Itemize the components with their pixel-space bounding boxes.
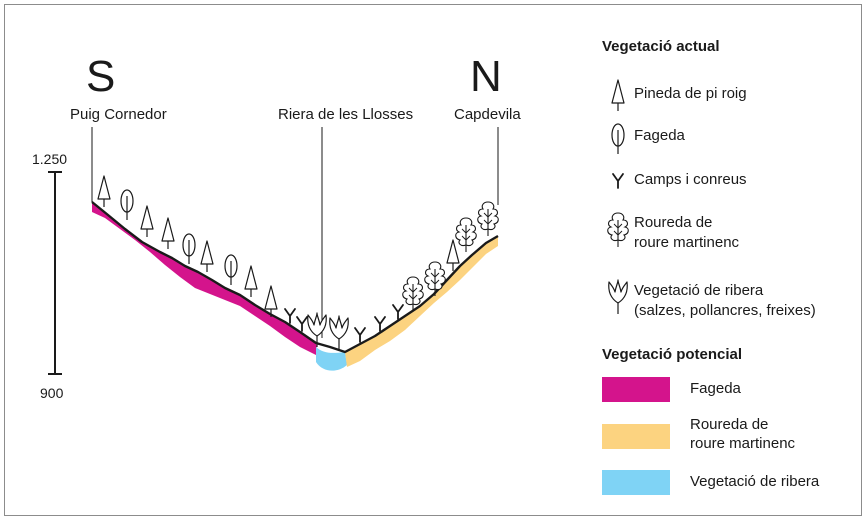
legend-label-camps: Camps i conreus	[634, 170, 747, 189]
beech-tree-icon	[225, 255, 237, 285]
beech-tree-icon	[183, 234, 195, 264]
swatch-fageda	[602, 377, 670, 402]
elevation-top-label: 1.250	[32, 151, 67, 167]
riparian-tree-icon	[330, 316, 348, 350]
place-label-capdevila: Capdevila	[454, 106, 521, 123]
legend-riparian-tree-icon	[609, 280, 627, 314]
pine-tree-icon	[447, 240, 459, 271]
legend-potential-label-roureda-line2: roure martinenc	[690, 434, 795, 453]
legend-label-roureda-line2: roure martinenc	[634, 233, 739, 252]
beech-tree-icon	[121, 190, 133, 220]
legend-label-fageda: Fageda	[634, 126, 685, 145]
elevation-scale-bar	[48, 172, 62, 374]
swatch-roureda	[602, 424, 670, 449]
legend-potential-label-ribera: Vegetació de ribera	[690, 472, 819, 491]
legend-label-ribera-line1: Vegetació de ribera	[634, 281, 763, 300]
place-label-riera: Riera de les Llosses	[278, 106, 413, 123]
north-direction-label: N	[470, 55, 502, 99]
legend-label-roureda-line1: Roureda de	[634, 213, 712, 232]
oak-potential-band	[345, 236, 498, 367]
legend-crop-sprout-icon	[613, 174, 623, 188]
legend-oak-tree-icon	[608, 213, 629, 247]
swatch-ribera	[602, 470, 670, 495]
place-label-puig-cornedor: Puig Cornedor	[70, 106, 167, 123]
legend-pine-tree-icon	[612, 80, 624, 111]
legend-beech-tree-icon	[612, 124, 624, 154]
pine-tree-icon	[98, 176, 110, 207]
south-direction-label: S	[86, 55, 115, 99]
oak-tree-icon	[456, 218, 477, 252]
crop-sprout-icon	[297, 317, 307, 331]
crop-sprout-icon	[355, 328, 365, 342]
legend-label-pineda: Pineda de pi roig	[634, 84, 747, 103]
pine-tree-icon	[201, 241, 213, 272]
legend-potential-label-roureda-line1: Roureda de	[690, 415, 768, 434]
oak-tree-icon	[478, 202, 499, 236]
legend-label-ribera-line2: (salzes, pollancres, freixes)	[634, 301, 816, 320]
pine-tree-icon	[141, 206, 153, 237]
elevation-bottom-label: 900	[40, 385, 63, 401]
profile-vegetation-icons	[98, 176, 498, 350]
pine-tree-icon	[162, 218, 174, 249]
legend-potential-title: Vegetació potencial	[602, 346, 742, 363]
beech-potential-band	[92, 202, 318, 356]
legend-actual-title: Vegetació actual	[602, 38, 720, 55]
legend-potential-label-fageda: Fageda	[690, 379, 741, 398]
pine-tree-icon	[245, 266, 257, 297]
crop-sprout-icon	[285, 309, 295, 323]
